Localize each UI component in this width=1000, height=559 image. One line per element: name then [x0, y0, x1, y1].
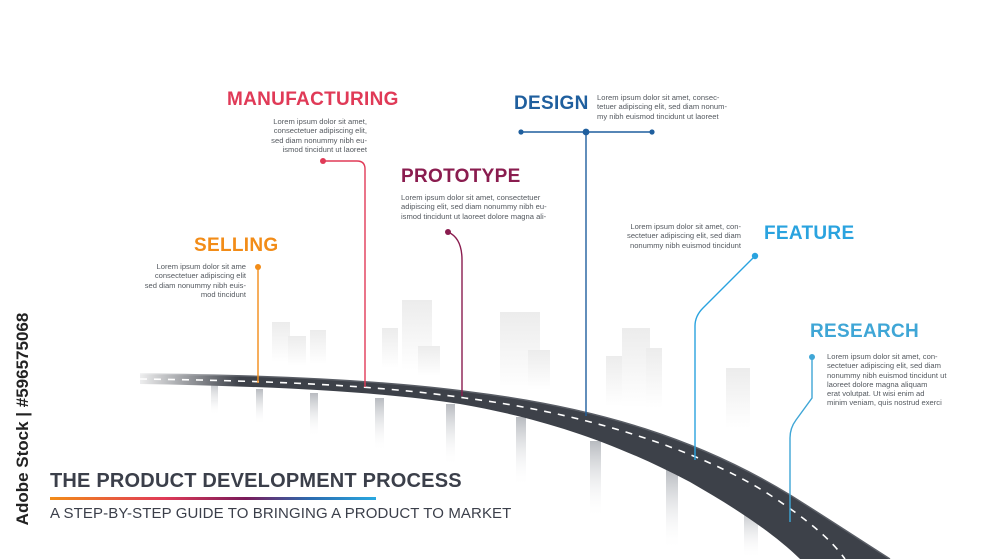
manufacturing-text: Lorem ipsum dolor sit amet, consectetuer…: [271, 117, 367, 154]
road: [130, 360, 891, 559]
feature-connector: [694, 252, 759, 460]
research-connector: [789, 354, 815, 522]
title-gradient-rule: [50, 497, 376, 500]
design-text: Lorem ipsum dolor sit amet, consec- tetu…: [597, 93, 728, 121]
design-connector: [518, 128, 655, 416]
page-subtitle: A STEP-BY-STEP GUIDE TO BRINGING A PRODU…: [50, 505, 512, 522]
design-label: DESIGN: [514, 93, 589, 114]
feature-label: FEATURE: [764, 223, 855, 244]
prototype-connector: [445, 229, 463, 396]
selling-connector: [255, 264, 261, 383]
research-label: RESEARCH: [810, 321, 920, 342]
city-skyline: [272, 300, 750, 428]
research-text: Lorem ipsum dolor sit amet, con- sectetu…: [827, 352, 947, 408]
stock-id-label: Adobe Stock | #596575068: [12, 312, 34, 525]
feature-text: Lorem ipsum dolor sit amet, con- sectetu…: [627, 222, 741, 250]
selling-text: Lorem ipsum dolor sit ame consectetuer a…: [144, 262, 246, 299]
manufacturing-connector: [320, 158, 366, 387]
stock-id-text: Adobe Stock | #596575068: [13, 312, 32, 525]
prototype-text: Lorem ipsum dolor sit amet, consectetuer…: [401, 193, 547, 221]
page-title: THE PRODUCT DEVELOPMENT PROCESS: [50, 470, 462, 492]
prototype-label: PROTOTYPE: [401, 166, 521, 187]
selling-label: SELLING: [194, 235, 279, 256]
manufacturing-label: MANUFACTURING: [227, 89, 399, 110]
